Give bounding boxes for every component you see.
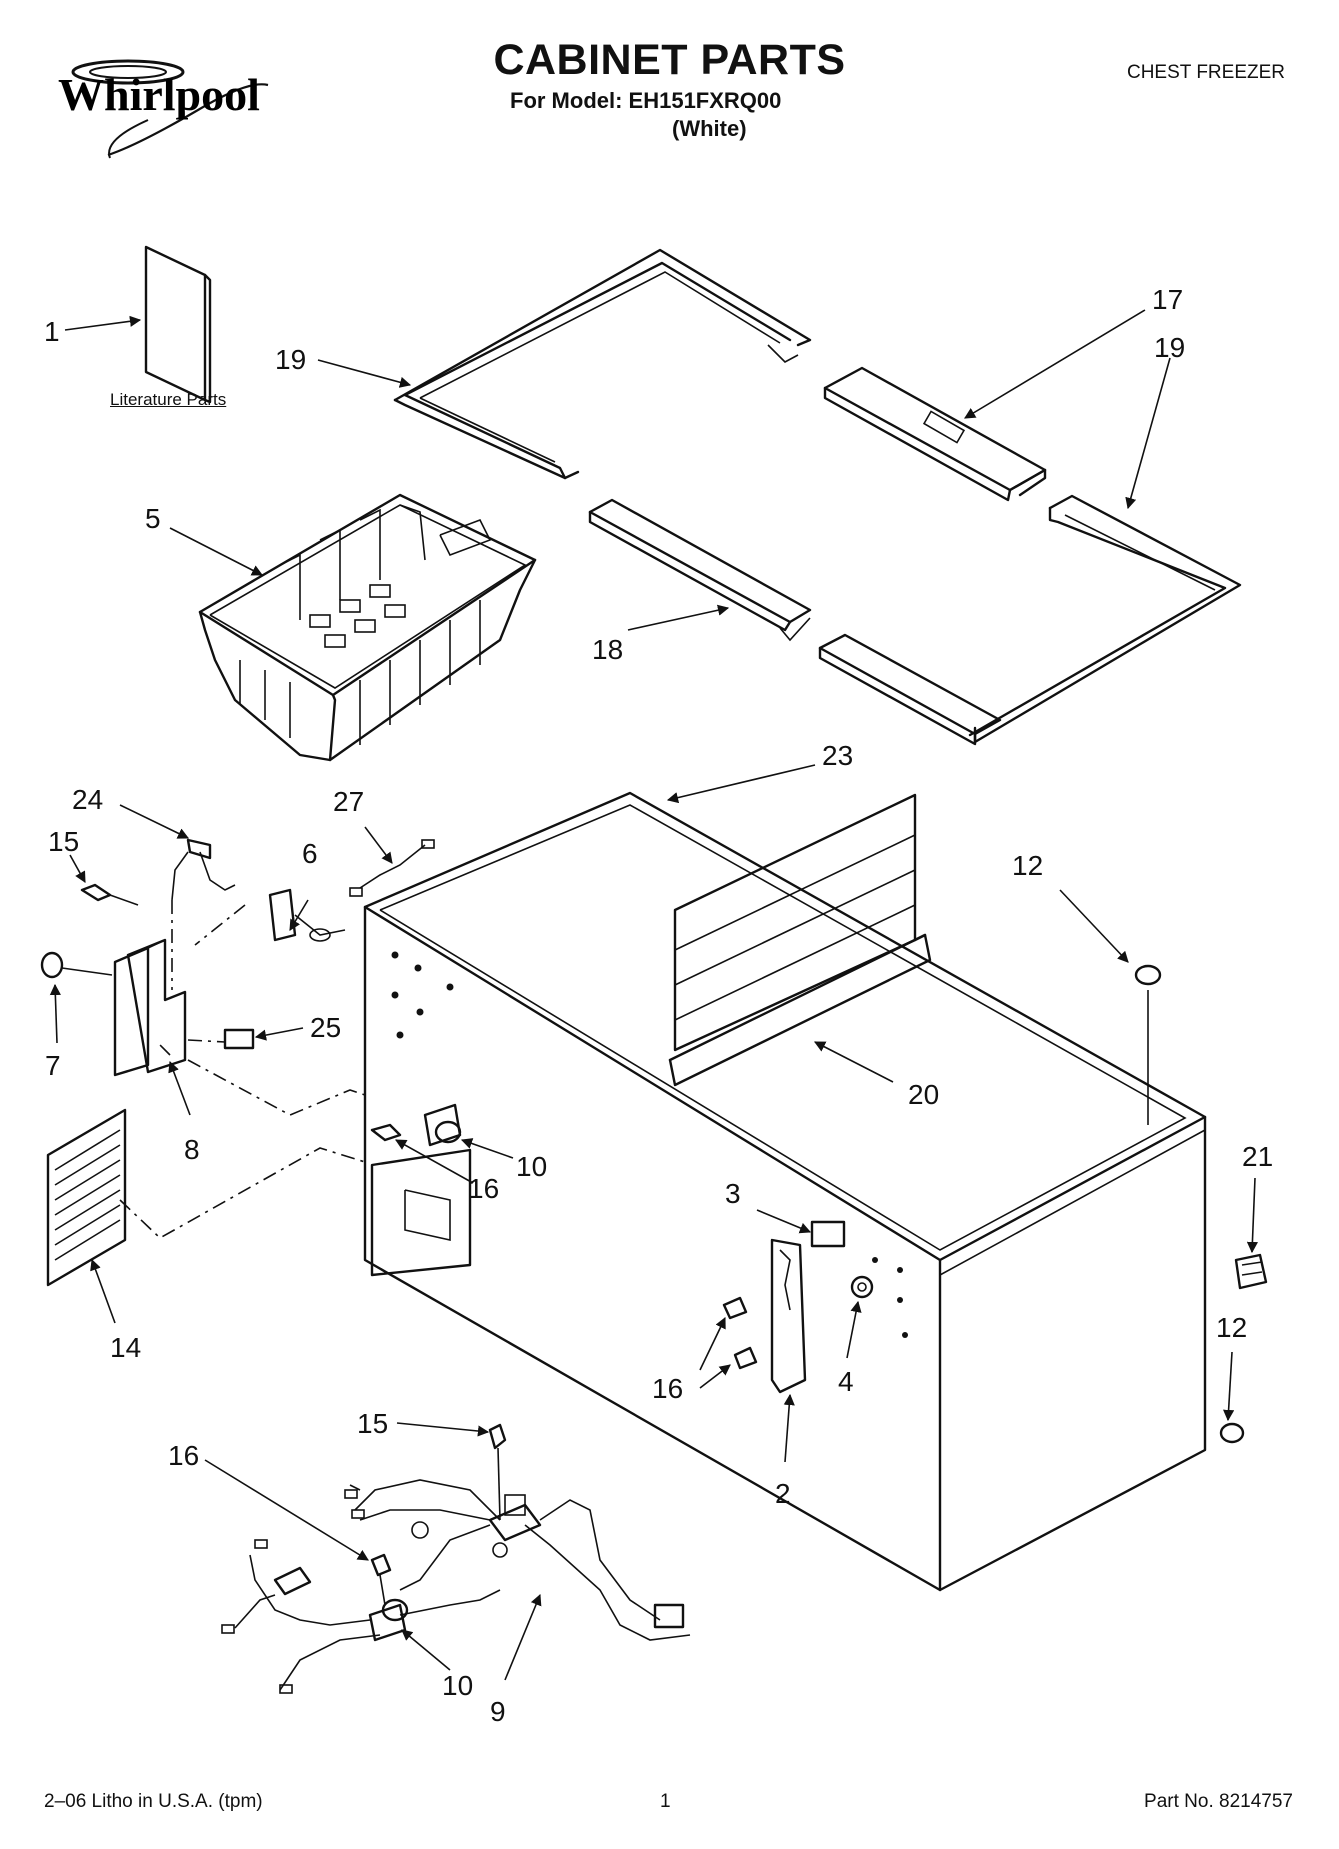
callout-25: 25 [310, 1012, 342, 1043]
callout-14: 14 [110, 1332, 142, 1363]
callout-21: 21 [1242, 1141, 1274, 1172]
litho-note: 2–06 Litho in U.S.A. (tpm) [44, 1791, 263, 1812]
callout-4: 4 [838, 1366, 854, 1397]
svg-text:Whirlpool: Whirlpool [58, 69, 260, 120]
breaker-strip-right [968, 494, 1242, 744]
callout-27: 27 [333, 786, 365, 817]
page-number: 1 [660, 1791, 671, 1812]
callout-16-upper: 16 [468, 1173, 500, 1204]
whirlpool-logo: Whirlpool [58, 59, 269, 159]
part-number: Part No. 8214757 [1144, 1791, 1293, 1812]
lid-hinge [722, 1220, 874, 1394]
callout-7: 7 [45, 1050, 61, 1081]
callout-19-left: 19 [275, 344, 307, 375]
callout-2: 2 [775, 1478, 791, 1509]
callout-18: 18 [592, 634, 624, 665]
callout-1: 1 [44, 316, 60, 347]
callout-15-lower: 15 [357, 1408, 389, 1439]
callout-12-top: 12 [1012, 850, 1044, 881]
literature-booklet [144, 245, 212, 404]
callout-leaders [49, 309, 1259, 1681]
callout-16-hinge: 16 [652, 1373, 684, 1404]
callout-19-right: 19 [1154, 332, 1186, 363]
page-title: CABINET PARTS [493, 36, 846, 84]
wiring-harness [221, 1423, 691, 1694]
callout-17: 17 [1152, 284, 1184, 315]
callout-23: 23 [822, 740, 854, 771]
breaker-strip-left [393, 248, 812, 480]
callout-10-lower: 10 [442, 1670, 474, 1701]
callout-3: 3 [725, 1178, 741, 1209]
breaker-strip-lower [818, 633, 1002, 746]
plugs-and-fitting [1134, 964, 1268, 1444]
breaker-strip-center [823, 366, 1047, 502]
callout-24: 24 [72, 784, 104, 815]
control-assembly [40, 838, 462, 1287]
callout-8: 8 [184, 1134, 200, 1165]
callout-9: 9 [490, 1696, 506, 1727]
callout-16-lower: 16 [168, 1440, 200, 1471]
breaker-strip-front [588, 498, 812, 642]
callout-5: 5 [145, 503, 161, 534]
model-color: (White) [672, 116, 747, 141]
literature-parts-label: Literature Parts [110, 390, 227, 409]
model-number: For Model: EH151FXRQ00 [510, 88, 782, 113]
callout-6: 6 [302, 838, 318, 869]
callout-12-bottom: 12 [1216, 1312, 1248, 1343]
callout-10-upper: 10 [516, 1151, 548, 1182]
freezer-cabinet [363, 791, 1207, 1592]
callout-20: 20 [908, 1079, 940, 1110]
callout-15-left: 15 [48, 826, 80, 857]
product-category: CHEST FREEZER [1126, 62, 1285, 83]
storage-basket [198, 493, 537, 762]
